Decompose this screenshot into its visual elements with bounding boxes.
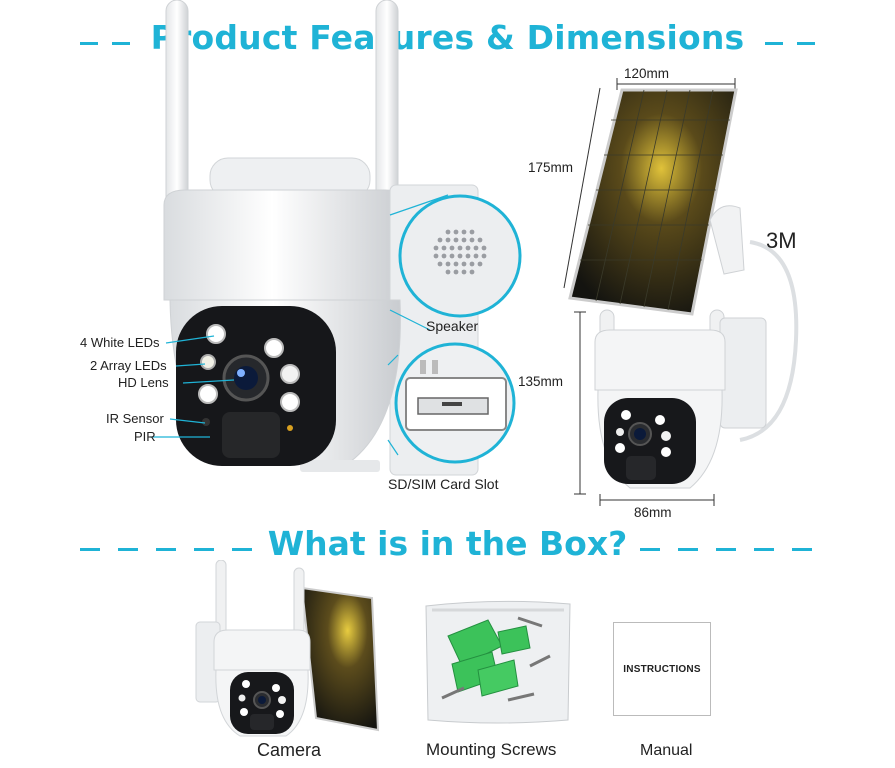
array-leds-label: 2 Array LEDs bbox=[90, 358, 167, 373]
box-camera-label: Camera bbox=[257, 740, 322, 760]
box-manual-image: INSTRUCTIONS bbox=[613, 622, 711, 716]
camera-width-label: 86mm bbox=[634, 505, 672, 520]
label-leaders bbox=[150, 194, 449, 456]
features-title: Product Features & Dimensions bbox=[150, 18, 745, 57]
array-led bbox=[280, 364, 300, 384]
hd-lens-label: HD Lens bbox=[118, 375, 169, 390]
pir-label: PIR bbox=[134, 429, 156, 444]
white-leds-label: 4 White LEDs bbox=[80, 335, 160, 350]
heading-dash bbox=[792, 548, 812, 551]
heading-dash bbox=[754, 548, 774, 551]
card-slot-label: SD/SIM Card Slot bbox=[388, 476, 499, 492]
box-camera-image bbox=[195, 560, 380, 737]
pir-window bbox=[222, 412, 280, 458]
cable-length-label: 3M bbox=[766, 228, 797, 253]
white-led bbox=[280, 392, 300, 412]
heading-dash bbox=[80, 42, 98, 45]
heading-dash bbox=[716, 548, 736, 551]
box-title: What is in the Box? bbox=[267, 524, 628, 563]
box-screws-image bbox=[425, 600, 571, 724]
camera-height-label: 135mm bbox=[518, 374, 564, 389]
panel-height-label: 175mm bbox=[528, 160, 574, 175]
solar-panel bbox=[568, 88, 738, 316]
heading-dash bbox=[156, 548, 176, 551]
heading-dash bbox=[797, 42, 815, 45]
white-led bbox=[198, 384, 218, 404]
array-led bbox=[200, 354, 216, 370]
heading-dash bbox=[80, 548, 100, 551]
heading-dash bbox=[640, 548, 660, 551]
speaker-label: Speaker bbox=[426, 318, 479, 334]
panel-width-label: 120mm bbox=[624, 66, 670, 81]
ir-sensor bbox=[202, 418, 210, 426]
heading-dash bbox=[232, 548, 252, 551]
card-slot-callout bbox=[394, 342, 516, 464]
heading-dash bbox=[112, 42, 130, 45]
heading-dash bbox=[765, 42, 783, 45]
white-led bbox=[206, 324, 226, 344]
box-screws-label: Mounting Screws bbox=[426, 740, 557, 759]
ir-sensor-label: IR Sensor bbox=[106, 411, 164, 426]
dimension-illustration bbox=[563, 78, 799, 506]
white-led bbox=[264, 338, 284, 358]
heading-dash bbox=[118, 548, 138, 551]
speaker-callout bbox=[398, 194, 522, 318]
manual-cover-text: INSTRUCTIONS bbox=[623, 663, 701, 675]
heading-dash bbox=[678, 548, 698, 551]
box-manual-label: Manual bbox=[640, 742, 693, 759]
heading-dash bbox=[194, 548, 214, 551]
